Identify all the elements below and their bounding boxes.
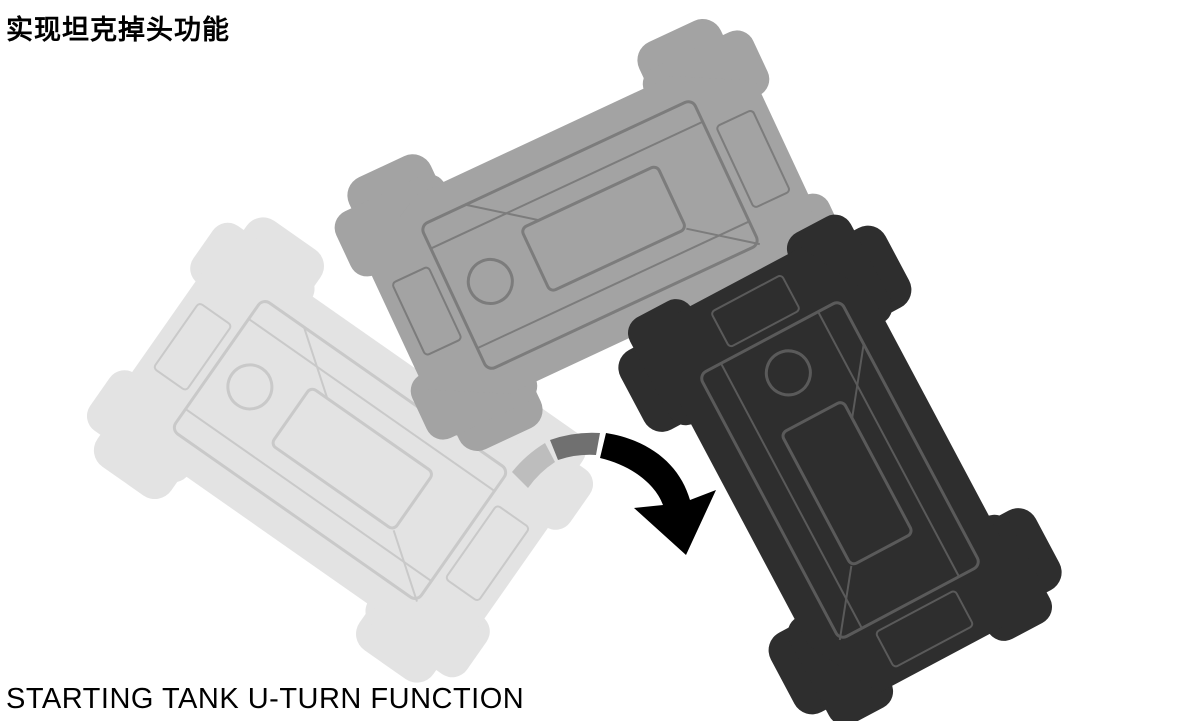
u-turn-arrow <box>512 432 716 555</box>
arrow-head <box>600 433 716 555</box>
chinese-heading: 实现坦克掉头功能 <box>6 15 230 46</box>
arrow-tail-light <box>512 443 555 488</box>
english-caption: STARTING TANK U-TURN FUNCTION <box>6 683 525 715</box>
arrow-tail-mid <box>550 432 600 460</box>
